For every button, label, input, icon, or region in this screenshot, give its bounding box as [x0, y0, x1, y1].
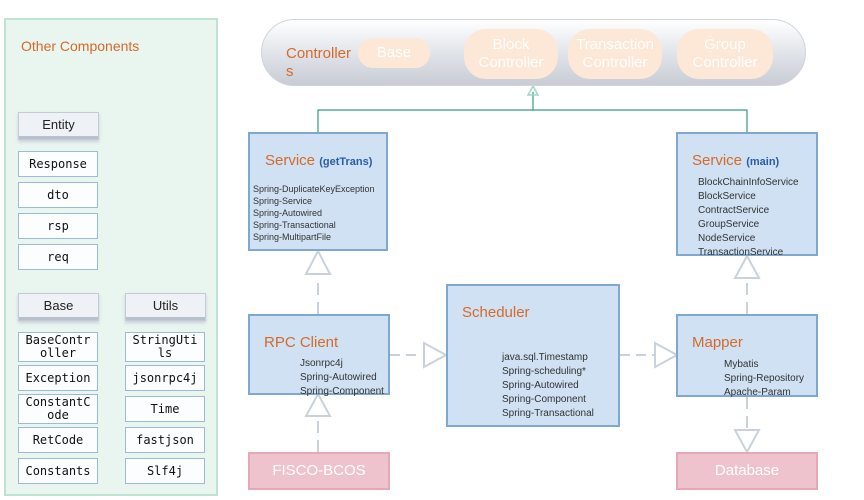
controllers-title: Controllers — [286, 45, 352, 80]
mapper-title: Mapper — [692, 334, 743, 351]
utils-item-jsonrpc4j: jsonrpc4j — [125, 365, 205, 391]
scheduler-lines: java.sql.Timestamp Spring-scheduling* Sp… — [502, 352, 594, 419]
scheduler-title: Scheduler — [462, 304, 530, 321]
fisco-bcos-box: FISCO-BCOS — [248, 452, 390, 490]
base-controller-pill: Base — [358, 38, 430, 68]
mapper-to-database-arrowhead — [733, 429, 761, 455]
rpc-client-lines: Jsonrpc4j Spring-Autowired Spring-Compon… — [300, 358, 384, 397]
other-components-title: Other Components — [21, 38, 140, 54]
transaction-controller-pill: Transaction Controller — [568, 29, 662, 79]
base-item-exception: Exception — [18, 365, 98, 391]
service-gettrans-subtitle: (getTrans) — [319, 156, 373, 168]
service-gettrans-title: Service (getTrans) — [265, 152, 373, 169]
utils-item-time: Time — [125, 396, 205, 422]
scheduler-to-mapper-arrowhead — [654, 341, 680, 369]
service-main-box: Service (main) BlockChainInfoService Blo… — [676, 132, 818, 258]
entity-item-req: req — [18, 244, 98, 270]
base-item-basecontroller: BaseController — [18, 332, 98, 362]
service-main-subtitle: (main) — [746, 156, 780, 168]
service-main-title: Service (main) — [692, 152, 780, 169]
entity-item-rsp: rsp — [18, 213, 98, 239]
base-header: Base — [18, 293, 99, 321]
database-box: Database — [676, 452, 818, 490]
base-item-constants: Constants — [18, 458, 98, 484]
fisco-to-rpc-arrowhead — [304, 391, 332, 417]
scheduler-box: Scheduler java.sql.Timestamp Spring-sche… — [446, 284, 620, 427]
entity-item-response: Response — [18, 151, 98, 177]
group-controller-pill: Group Controller — [677, 29, 773, 79]
base-item-constantcode: ConstantCode — [18, 394, 98, 424]
service-gettrans-lines: Spring-DuplicateKeyException Spring-Serv… — [253, 184, 375, 242]
utils-header: Utils — [125, 293, 206, 321]
utils-item-fastjson: fastjson — [125, 427, 205, 453]
base-item-retcode: RetCode — [18, 427, 98, 453]
rpc-client-title: RPC Client — [264, 334, 339, 351]
mapper-to-service-arrowhead — [733, 253, 761, 279]
entity-header: Entity — [18, 112, 99, 140]
mapper-box: Mapper Mybatis Spring-Repository Apache-… — [676, 314, 818, 398]
service-main-lines: BlockChainInfoService BlockService Contr… — [698, 177, 799, 258]
rpc-client-box: RPC Client Jsonrpc4j Spring-Autowired Sp… — [248, 314, 390, 397]
service-gettrans-box: Service (getTrans) Spring-DuplicateKeyEx… — [248, 132, 388, 251]
rpc-to-scheduler-arrowhead — [423, 341, 449, 369]
services-to-controllers-connector — [317, 109, 748, 132]
entity-item-dto: dto — [18, 182, 98, 208]
utils-item-slf4j: Slf4j — [125, 458, 205, 484]
rpc-to-service-arrowhead — [304, 248, 332, 275]
block-controller-pill: Block Controller — [464, 29, 558, 79]
utils-item-stringutils: StringUtils — [125, 332, 205, 362]
mapper-lines: Mybatis Spring-Repository Apache-Param — [724, 359, 805, 398]
controllers-arrowhead — [526, 84, 540, 96]
